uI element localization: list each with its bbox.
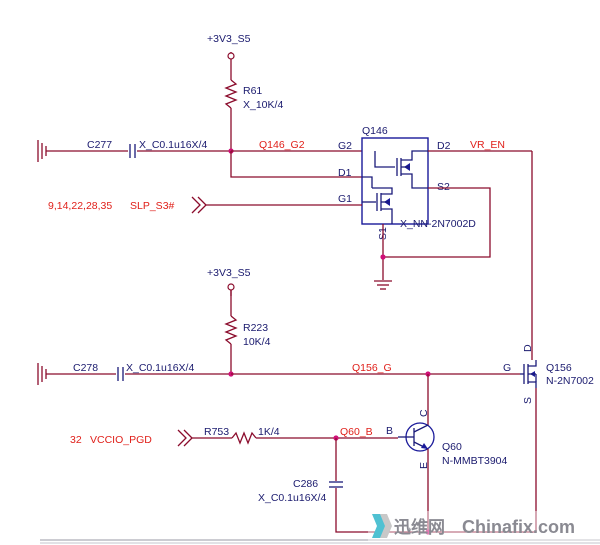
r61-ref: R61 <box>243 85 262 97</box>
q60-pin-e: E <box>418 462 430 469</box>
q146-pin-g1: G1 <box>338 193 352 205</box>
net-slp-pages: 9,14,22,28,35 <box>48 200 112 212</box>
c278-ref: C278 <box>73 362 98 374</box>
q146-ref: Q146 <box>362 125 388 137</box>
r223-ref: R223 <box>243 322 268 334</box>
c278-value: X_C0.1u16X/4 <box>126 362 194 374</box>
ground-c278 <box>37 363 116 385</box>
transistor-q156: G D S Q156 N-2N7002 <box>503 344 594 404</box>
r753-value: 1K/4 <box>258 426 280 438</box>
net-vccio-page: 32 <box>70 434 82 446</box>
power-top: +3V3_S5 <box>207 33 251 60</box>
net-q156-g: Q156_G <box>352 362 392 374</box>
capacitor-c277: C277 X_C0.1u16X/4 <box>87 139 231 158</box>
net-q60-b: Q60_B <box>340 426 373 438</box>
net-vr-en: VR_EN <box>470 139 505 151</box>
power-mid: +3V3_S5 <box>207 267 251 296</box>
transistor-q146: Q146 G2 D1 G1 D2 S2 S1 X_NN-2N7002D <box>338 125 476 240</box>
r223-value: 10K/4 <box>243 336 271 348</box>
q156-pin-g: G <box>503 362 511 374</box>
ground-q146 <box>374 280 392 290</box>
c286-value: X_C0.1u16X/4 <box>258 492 326 504</box>
resistor-r223: R223 10K/4 <box>224 290 271 374</box>
q60-pin-b: B <box>386 425 393 437</box>
junction-dot <box>425 529 431 535</box>
capacitor-c286: C286 X_C0.1u16X/4 <box>258 478 343 504</box>
q60-pin-c: C <box>418 409 430 417</box>
q146-pin-d1: D1 <box>338 167 352 179</box>
net-vccio-pgd: VCCIO_PGD <box>90 434 152 446</box>
q156-pin-s: S <box>522 397 534 404</box>
transistor-q60: B C E Q60 N-MMBT3904 <box>386 409 508 469</box>
ground-c277 <box>37 140 128 162</box>
q146-part: X_NN-2N7002D <box>400 218 476 230</box>
q60-part: N-MMBT3904 <box>442 455 508 467</box>
junction-dot <box>380 254 386 260</box>
offpage-connector-slp <box>191 196 207 214</box>
net-q146-g2: Q146_G2 <box>259 139 305 151</box>
q156-part: N-2N7002 <box>546 375 594 387</box>
resistor-r753: R753 1K/4 <box>204 426 280 445</box>
q60-ref: Q60 <box>442 441 462 453</box>
q146-pin-s2: S2 <box>437 181 450 193</box>
q146-pin-d2: D2 <box>437 140 451 152</box>
c277-ref: C277 <box>87 139 112 151</box>
offpage-connector-vccio <box>177 429 193 447</box>
q156-pin-d: D <box>522 344 534 352</box>
c277-value: X_C0.1u16X/4 <box>139 139 207 151</box>
power-mid-label: +3V3_S5 <box>207 267 251 279</box>
c286-ref: C286 <box>293 478 318 490</box>
watermark: 迅维网 Chinafix.com <box>368 511 600 541</box>
watermark-logo-icon <box>372 514 392 538</box>
watermark-cn: 迅维网 <box>394 517 445 537</box>
q146-pin-g2: G2 <box>338 140 352 152</box>
capacitor-c278: C278 X_C0.1u16X/4 <box>73 362 231 381</box>
r753-ref: R753 <box>204 426 229 438</box>
power-top-label: +3V3_S5 <box>207 33 251 45</box>
r61-value: X_10K/4 <box>243 99 283 111</box>
q156-ref: Q156 <box>546 362 572 374</box>
watermark-en: Chinafix.com <box>462 517 575 537</box>
net-slp-s3: SLP_S3# <box>130 200 175 212</box>
resistor-r61: R61 X_10K/4 <box>224 60 283 150</box>
